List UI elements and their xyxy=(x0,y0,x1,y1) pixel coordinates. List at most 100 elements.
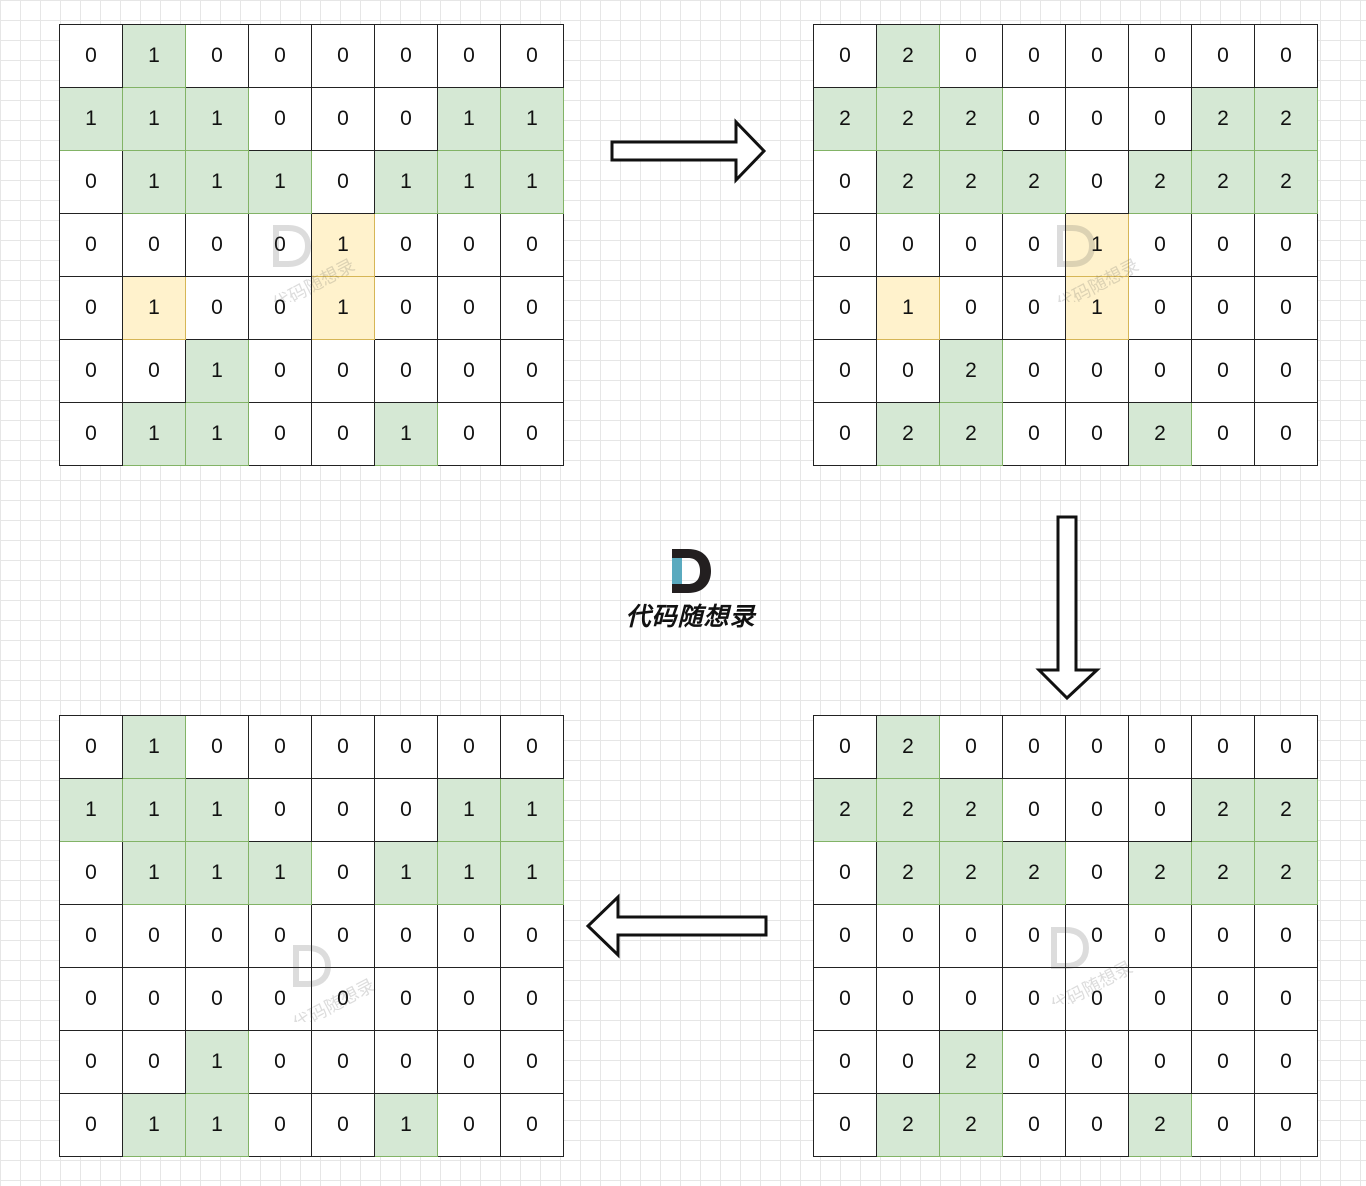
grid-cell: 0 xyxy=(249,403,312,466)
grid-cell: 1 xyxy=(123,25,186,88)
grid-cell: 0 xyxy=(1066,968,1129,1031)
grid-cell: 0 xyxy=(1066,1094,1129,1157)
grid-cell: 0 xyxy=(940,277,1003,340)
grid-cell: 1 xyxy=(186,88,249,151)
grid-cell: 2 xyxy=(877,88,940,151)
grid-cell: 0 xyxy=(1003,968,1066,1031)
grid-cell: 1 xyxy=(438,151,501,214)
grid-cell: 0 xyxy=(249,88,312,151)
grid-cell: 0 xyxy=(877,214,940,277)
grid-cell: 1 xyxy=(1066,277,1129,340)
grid-cell: 2 xyxy=(940,403,1003,466)
grid-cell: 0 xyxy=(501,905,564,968)
grid-cell: 0 xyxy=(60,25,123,88)
grid-cell: 0 xyxy=(60,340,123,403)
grid-cell: 1 xyxy=(60,779,123,842)
grid-cell: 1 xyxy=(186,1031,249,1094)
grid-cell: 1 xyxy=(186,403,249,466)
grid-cell: 0 xyxy=(940,968,1003,1031)
grid-cell: 1 xyxy=(186,779,249,842)
grid-cell: 0 xyxy=(60,214,123,277)
grid-cell: 0 xyxy=(60,1094,123,1157)
grid-cell: 1 xyxy=(123,151,186,214)
grid-cell: 0 xyxy=(249,340,312,403)
grid-cell: 0 xyxy=(814,277,877,340)
grid-cell: 1 xyxy=(501,88,564,151)
grid-cell: 1 xyxy=(123,277,186,340)
grid-cell: 0 xyxy=(186,905,249,968)
grid-cell: 1 xyxy=(123,842,186,905)
grid-cell: 0 xyxy=(1066,88,1129,151)
grid-cell: 0 xyxy=(814,340,877,403)
grid-cell: 0 xyxy=(375,277,438,340)
grid-cell: 2 xyxy=(814,88,877,151)
grid-cell: 0 xyxy=(1255,214,1318,277)
grid-cell: 1 xyxy=(249,151,312,214)
grid-cell: 2 xyxy=(940,340,1003,403)
grid-cell: 1 xyxy=(123,1094,186,1157)
grid-cell: 1 xyxy=(375,403,438,466)
grid-cell: 0 xyxy=(375,25,438,88)
grid-cell: 2 xyxy=(1255,779,1318,842)
grid-cell: 1 xyxy=(312,214,375,277)
grid-cell: 0 xyxy=(249,1094,312,1157)
grid-cell: 0 xyxy=(1066,340,1129,403)
grid-cell: 2 xyxy=(940,842,1003,905)
grid-cell: 0 xyxy=(123,1031,186,1094)
grid-cell: 1 xyxy=(60,88,123,151)
grid-cell: 2 xyxy=(1129,403,1192,466)
grid-cell: 0 xyxy=(1003,716,1066,779)
grid-cell: 0 xyxy=(60,905,123,968)
grid-cell: 0 xyxy=(312,842,375,905)
grid-cell: 0 xyxy=(814,716,877,779)
grid-cell: 0 xyxy=(814,1094,877,1157)
grid-cell: 0 xyxy=(438,214,501,277)
grid-cell: 0 xyxy=(438,25,501,88)
grid-cell: 0 xyxy=(814,905,877,968)
grid-cell: 2 xyxy=(1129,1094,1192,1157)
arrow-right-icon xyxy=(610,118,767,184)
grid-cell: 0 xyxy=(1255,905,1318,968)
grid-cell: 2 xyxy=(1255,151,1318,214)
grid-cell: 0 xyxy=(1255,277,1318,340)
grid-cell: 0 xyxy=(1003,1094,1066,1157)
grid-cell: 0 xyxy=(375,214,438,277)
arrow-down-icon xyxy=(1035,515,1101,701)
grid-cell: 1 xyxy=(375,1094,438,1157)
grid-cell: 2 xyxy=(940,779,1003,842)
grid-cell: 0 xyxy=(312,403,375,466)
grid-cell: 0 xyxy=(1129,779,1192,842)
logo: 代码随想录 xyxy=(608,545,773,635)
grid-cell: 0 xyxy=(312,25,375,88)
grid-cell: 0 xyxy=(501,277,564,340)
grid-cell: 1 xyxy=(375,151,438,214)
grid-cell: 1 xyxy=(438,842,501,905)
grid-cell: 0 xyxy=(186,214,249,277)
grid-cell: 2 xyxy=(940,151,1003,214)
grid-cell: 0 xyxy=(1255,1094,1318,1157)
grid-cell: 0 xyxy=(814,151,877,214)
grid-cell: 0 xyxy=(1066,151,1129,214)
grid-cell: 0 xyxy=(249,1031,312,1094)
grid-cell: 1 xyxy=(123,779,186,842)
grid-cell: 0 xyxy=(1192,968,1255,1031)
grid-cell: 0 xyxy=(438,277,501,340)
grid-cell: 0 xyxy=(501,25,564,88)
grid-cell: 0 xyxy=(60,277,123,340)
grid-cell: 0 xyxy=(375,88,438,151)
grid-cell: 0 xyxy=(438,968,501,1031)
grid-cell: 2 xyxy=(877,1094,940,1157)
grid-cell: 0 xyxy=(1192,403,1255,466)
grid-cell: 2 xyxy=(1003,842,1066,905)
grid-cell: 1 xyxy=(877,277,940,340)
grid-cell: 0 xyxy=(1192,25,1255,88)
grid-cell: 0 xyxy=(501,340,564,403)
grid-cell: 2 xyxy=(877,716,940,779)
grid-cell: 0 xyxy=(249,779,312,842)
grid-cell: 0 xyxy=(877,340,940,403)
grid-cell: 2 xyxy=(940,1031,1003,1094)
grid-cell: 0 xyxy=(249,968,312,1031)
grid-cell: 0 xyxy=(1129,88,1192,151)
grid-cell: 0 xyxy=(60,403,123,466)
grid-cell: 0 xyxy=(814,1031,877,1094)
